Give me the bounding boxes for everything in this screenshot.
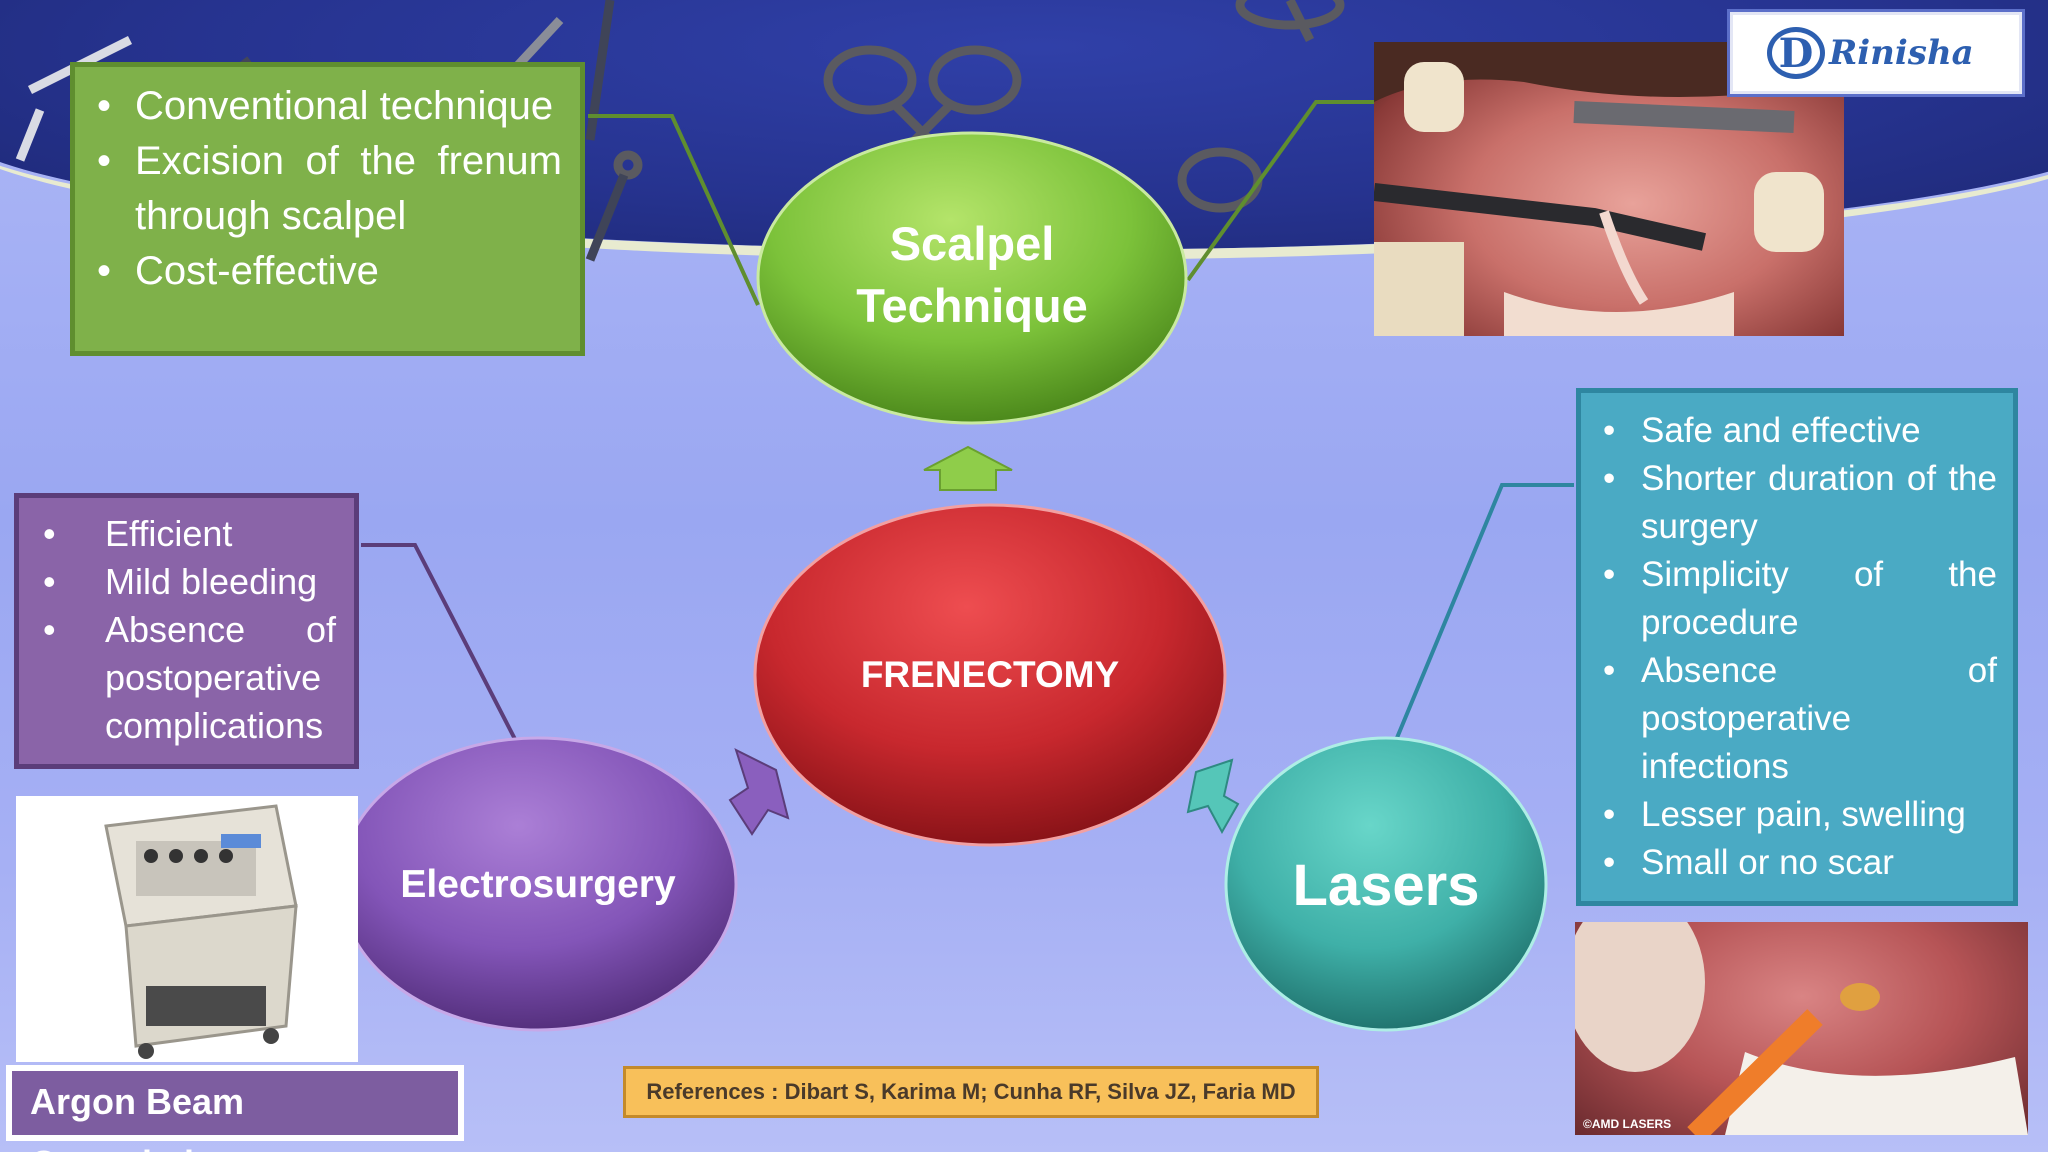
scalpel-bullet-3: Cost-effective [135, 249, 379, 293]
list-item: • Safe and effective [1603, 407, 1997, 455]
lasers-bullet-4: Absence of postoperative infections [1641, 651, 1997, 786]
list-item: • Absence of postoperative infections [1603, 647, 1997, 791]
scalpel-technique-label: Scalpel Technique [800, 205, 1144, 345]
lasers-bullet-1: Safe and effective [1641, 411, 1921, 450]
list-item: • Excision of the frenum through scalpel [97, 134, 562, 244]
lasers-bullets-box: • Safe and effective • Shorter duration of… [1576, 388, 2018, 906]
list-item: • Simplicity of the procedure [1603, 551, 1997, 647]
bullet-dot: • [97, 139, 112, 183]
logo-name: Rinisha [1829, 33, 1974, 73]
laser-surgery-illustration [1575, 922, 2028, 1135]
arrow-up-scalpel [923, 445, 1013, 491]
list-item: • Conventional technique [97, 79, 562, 134]
electro-bullet-1: Efficient [105, 513, 233, 554]
lasers-bullet-6: Small or no scar [1641, 843, 1894, 882]
bullet-dot: • [1603, 411, 1616, 450]
references-box: References : Dibart S, Karima M; Cunha R… [623, 1066, 1319, 1118]
bullet-dot: • [1603, 651, 1616, 690]
list-item: • Shorter duration of the surgery [1603, 455, 1997, 551]
list-item: • Small or no scar [1603, 839, 1997, 887]
scalpel-technique-ellipse [756, 131, 1188, 425]
electro-bullet-2: Mild bleeding [105, 561, 318, 602]
argon-beam-label-box: Argon Beam Coagulation [6, 1065, 464, 1152]
scalpel-bullet-1: Conventional technique [135, 84, 554, 128]
lasers-bullet-3: Simplicity of the procedure [1641, 555, 1997, 642]
bullet-dot: • [1603, 459, 1616, 498]
scalpel-bullet-2: Excision of the frenum through scalpel [135, 139, 562, 238]
connector-scalpel-photo [1186, 100, 1374, 282]
bullet-dot: • [97, 84, 112, 128]
lasers-bullet-5: Lesser pain, swelling [1641, 795, 1966, 834]
connector-scalpel-text [588, 114, 760, 306]
scalpel-label-line1: Scalpel [889, 217, 1055, 270]
electrosurgery-label: Electrosurgery [400, 863, 676, 906]
bullet-dot: • [1603, 555, 1616, 594]
electro-bullet-3: Absence of postoperative complications [105, 609, 336, 746]
argon-beam-label: Argon Beam Coagulation [12, 1071, 458, 1152]
dr-rinisha-logo: D Rinisha [1730, 12, 2022, 94]
lasers-label: Lasers [1292, 852, 1480, 918]
scalpel-bullets-box: • Conventional technique • Excision of the… [70, 62, 585, 356]
lasers-ellipse [1224, 736, 1548, 1032]
arrow-to-electro [728, 748, 790, 836]
list-item: • Efficient [43, 510, 336, 558]
bullet-dot: • [43, 513, 56, 554]
connector-lasers-text [1392, 483, 1574, 746]
electrosurgery-unit-photo [16, 796, 358, 1062]
list-item: • Absence of postoperative complications [43, 606, 336, 750]
bullet-dot: • [1603, 795, 1616, 834]
connector-electro-text [361, 543, 520, 746]
electrosurgery-bullets-box: • Efficient • Mild bleeding • Absence of po… [14, 493, 359, 769]
frenectomy-ellipse [753, 503, 1227, 847]
frenectomy-label: FRENECTOMY [860, 654, 1120, 695]
laser-surgery-photo: ©AMD LASERS [1575, 922, 2028, 1135]
list-item: • Cost-effective [97, 244, 562, 299]
scalpel-label-line2: Technique [856, 279, 1088, 332]
bullet-dot: • [43, 609, 56, 650]
list-item: • Mild bleeding [43, 558, 336, 606]
bullet-dot: • [1603, 843, 1616, 882]
arrow-to-lasers [1186, 758, 1240, 835]
scalpel-surgery-illustration [1374, 42, 1844, 336]
lasers-bullet-2: Shorter duration of the surgery [1641, 459, 1997, 546]
list-item: • Lesser pain, swelling [1603, 791, 1997, 839]
references-text: References : Dibart S, Karima M; Cunha R… [646, 1079, 1296, 1104]
logo-letter: D [1767, 27, 1825, 79]
bullet-dot: • [43, 561, 56, 602]
electrosurgery-unit-illustration [104, 804, 298, 1059]
photo-credit: ©AMD LASERS [1583, 1117, 1672, 1131]
bullet-dot: • [97, 249, 112, 293]
